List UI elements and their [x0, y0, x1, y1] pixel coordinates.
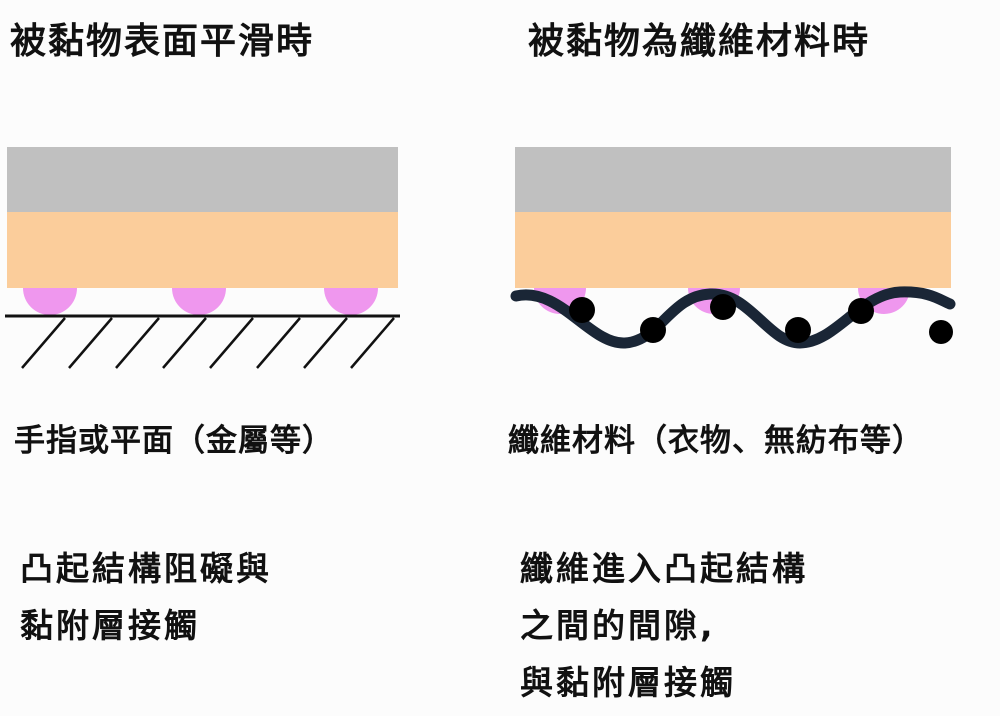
note-line: 黏附層接觸: [20, 606, 200, 645]
note-line: 之間的間隙,: [520, 606, 716, 645]
surface-hatching: [21, 317, 395, 369]
hatch-line: [21, 317, 66, 369]
note-line: 纖維進入凸起結構: [520, 549, 808, 588]
hatch-line: [115, 317, 160, 369]
hatch-line: [209, 317, 254, 369]
fiber-dot: [710, 294, 736, 320]
fiber-material-panel: 被黏物為纖維材料時 纖維材料（衣物、無紡布等） 纖維進入凸起結構 之間的間隙, …: [500, 0, 1000, 716]
backing-layer: [7, 147, 398, 212]
hatch-line: [350, 317, 395, 369]
protrusion: [324, 288, 378, 315]
fiber-dot: [785, 317, 811, 343]
note-line: 凸起結構阻礙與: [20, 549, 272, 588]
note-line: 與黏附層接觸: [520, 663, 736, 702]
hatch-line: [303, 317, 348, 369]
smooth-surface-diagram: [5, 147, 400, 369]
adhesive-layer: [515, 212, 951, 288]
hatch-line: [256, 317, 301, 369]
fiber-dot: [640, 317, 666, 343]
adhesive-layer: [7, 212, 398, 288]
fiber-dot: [848, 298, 874, 324]
smooth-surface-title: 被黏物表面平滑時: [10, 21, 315, 62]
fiber-strand: [510, 286, 956, 349]
fiber-material-diagram: [510, 147, 956, 349]
smooth-surface-panel: 被黏物表面平滑時 手指或平面（金屬等） 凸起結構阻礙與 黏附層接觸: [5, 21, 400, 654]
smooth-surface-note: 凸起結構阻礙與 黏附層接觸: [20, 540, 272, 654]
fiber-material-title: 被黏物為纖維材料時: [528, 21, 871, 62]
fiber-dot: [929, 320, 953, 344]
fiber-material-caption: 纖維材料（衣物、無紡布等）: [508, 423, 924, 459]
protrusion: [172, 288, 226, 315]
smooth-surface-caption: 手指或平面（金屬等）: [14, 423, 334, 459]
hatch-line: [68, 317, 113, 369]
protrusion: [23, 288, 77, 315]
backing-layer: [515, 147, 951, 212]
hatch-line: [162, 317, 207, 369]
fiber-dot: [569, 297, 595, 323]
fiber-material-note: 纖維進入凸起結構 之間的間隙, 與黏附層接觸: [520, 540, 808, 711]
